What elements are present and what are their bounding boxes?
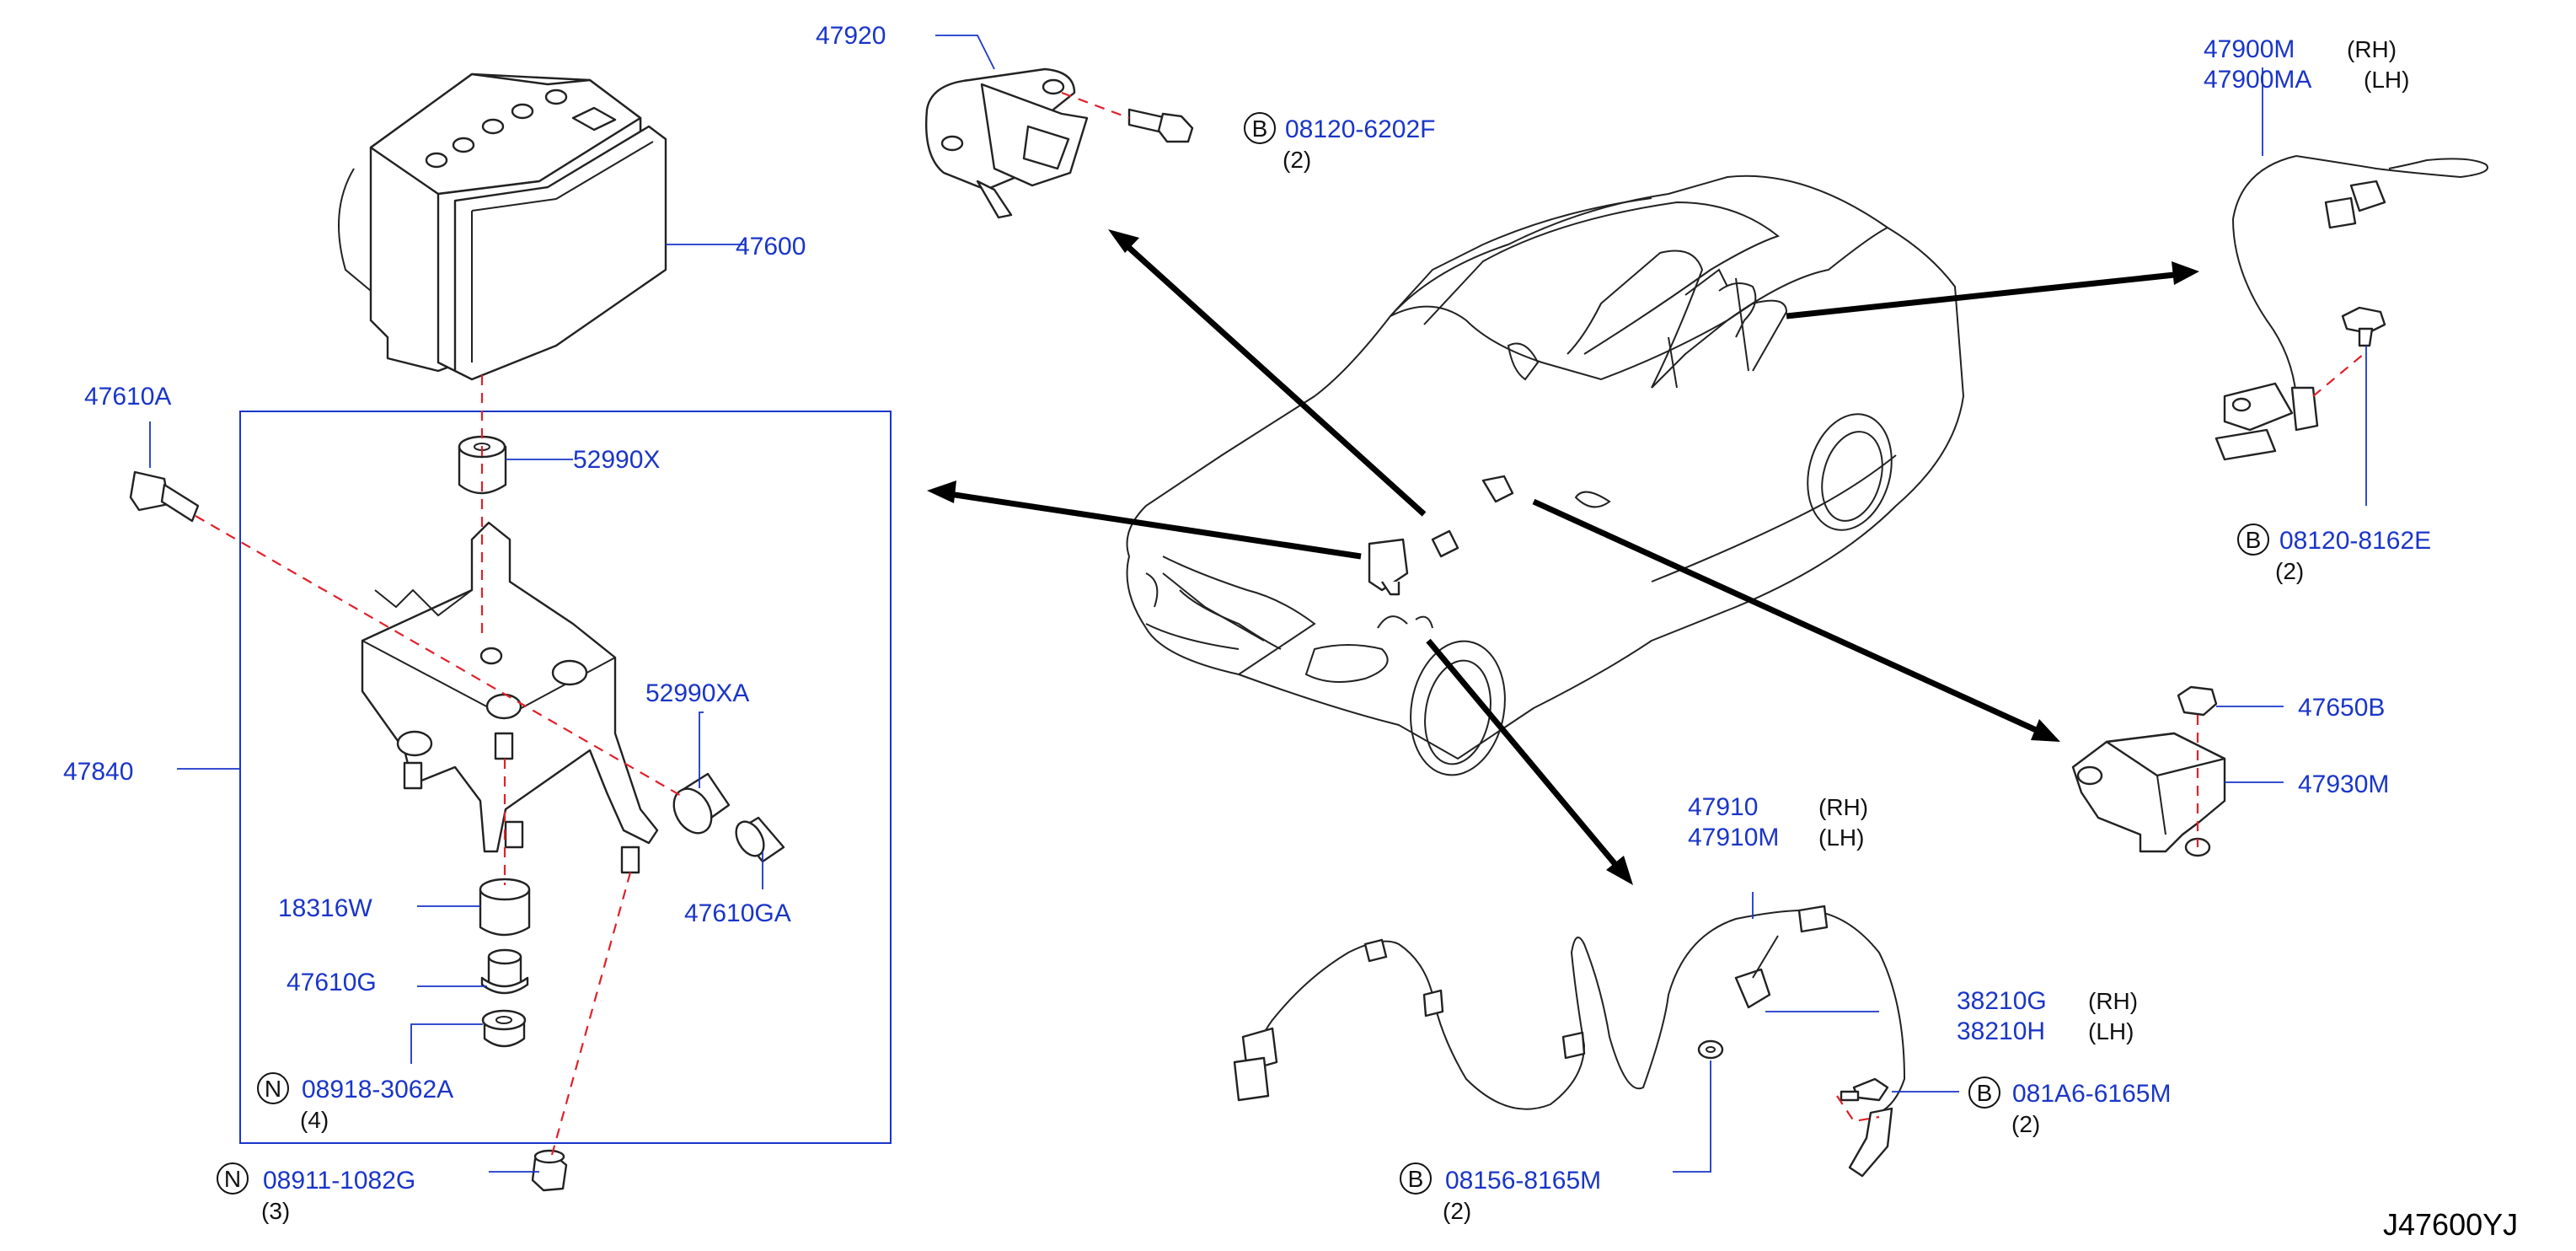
- label-47900MA[interactable]: 47900MA: [2204, 66, 2311, 94]
- diagram-code: J47600YJ: [2383, 1207, 2518, 1242]
- label-38210G[interactable]: 38210G: [1957, 987, 2047, 1015]
- bolt-081A6-6165M: [1840, 1077, 1889, 1102]
- side-47910: (RH): [1818, 794, 1868, 820]
- symbol-b-081A6: [1968, 1077, 2000, 1109]
- side-47910M: (LH): [1818, 824, 1864, 851]
- symbol-b-08120-6202F: [1244, 112, 1276, 144]
- symbol-n-08918-text: N: [265, 1076, 281, 1102]
- qty-081A6-6165M: (2): [2011, 1111, 2040, 1137]
- vehicle-parts-callouts: [1368, 268, 1757, 629]
- side-38210G: (RH): [2088, 988, 2138, 1014]
- symbol-n-08911-text: N: [224, 1166, 241, 1192]
- qty-08911-1082G: (3): [261, 1198, 290, 1224]
- label-47930M[interactable]: 47930M: [2298, 770, 2389, 798]
- nut-47650B: [2177, 685, 2218, 717]
- label-47920[interactable]: 47920: [816, 22, 886, 50]
- label-47610G[interactable]: 47610G: [287, 969, 377, 996]
- symbol-b-08120-6202F-text: B: [1252, 115, 1268, 142]
- bolt-47610A: [129, 470, 200, 523]
- sensor-47920: [925, 67, 1089, 219]
- bolt-08120-8162E: [2341, 306, 2386, 347]
- part-labels: 47920 47600 47610A 52990X 52990XA 47840 …: [63, 22, 2518, 1242]
- insulator-18316W: [479, 878, 531, 937]
- side-47900MA: (LH): [2364, 67, 2409, 93]
- qty-08120-6202F: (2): [1283, 147, 1311, 173]
- label-47900M[interactable]: 47900M: [2204, 35, 2295, 63]
- label-47610GA[interactable]: 47610GA: [684, 899, 791, 927]
- bracket-group-frame: [239, 411, 892, 1144]
- collar-47610G: [480, 948, 529, 995]
- symbol-n-08918: [257, 1072, 289, 1104]
- label-08918-3062A[interactable]: 08918-3062A: [302, 1076, 453, 1103]
- nut-08911-1082G: [531, 1149, 568, 1192]
- symbol-b-081A6-text: B: [1977, 1080, 1993, 1106]
- sensor-47930M: [2071, 732, 2226, 857]
- abs-actuator-47600: [338, 72, 667, 381]
- bolt-08120-6202F: [1127, 108, 1194, 143]
- label-47650B[interactable]: 47650B: [2298, 694, 2385, 722]
- insulator-52990XA: [672, 772, 731, 835]
- abs-bracket-47840: [361, 521, 659, 874]
- symbol-b-08156-text: B: [1408, 1166, 1424, 1192]
- symbol-b-08120-8162E-text: B: [2246, 527, 2262, 553]
- bolt-08156-8165M: [1697, 1039, 1724, 1060]
- label-47840[interactable]: 47840: [63, 758, 133, 786]
- label-08120-8162E[interactable]: 08120-8162E: [2279, 527, 2431, 555]
- wheel-sensor-47910: [1233, 905, 1906, 1178]
- collar-47610GA: [735, 816, 785, 863]
- label-18316W[interactable]: 18316W: [278, 894, 372, 922]
- vehicle-outline: [1126, 174, 1965, 776]
- label-38210H[interactable]: 38210H: [1957, 1017, 2045, 1045]
- label-52990XA[interactable]: 52990XA: [645, 679, 749, 707]
- symbol-n-08911: [217, 1162, 249, 1195]
- qty-08918-3062A: (4): [300, 1107, 329, 1133]
- side-47900M: (RH): [2347, 36, 2397, 62]
- label-47600[interactable]: 47600: [736, 233, 806, 260]
- label-47910M[interactable]: 47910M: [1688, 824, 1779, 851]
- label-08911-1082G[interactable]: 08911-1082G: [263, 1167, 415, 1195]
- label-52990X[interactable]: 52990X: [573, 446, 660, 474]
- qty-08120-8162E: (2): [2275, 558, 2304, 584]
- label-47610A[interactable]: 47610A: [84, 383, 171, 411]
- wheel-sensor-47900M: [2215, 155, 2488, 461]
- qty-08156-8165M: (2): [1443, 1198, 1471, 1224]
- nut-08918-3062A: [481, 1009, 527, 1048]
- label-081A6-6165M[interactable]: 081A6-6165M: [2012, 1080, 2171, 1108]
- symbol-b-08120-8162E: [2237, 523, 2269, 556]
- label-08120-6202F[interactable]: 08120-6202F: [1285, 115, 1435, 143]
- label-08156-8165M[interactable]: 08156-8165M: [1445, 1167, 1601, 1195]
- label-47910[interactable]: 47910: [1688, 793, 1758, 821]
- callout-arrows: [927, 229, 2199, 885]
- symbol-b-08156: [1400, 1162, 1432, 1195]
- side-38210H: (LH): [2088, 1018, 2134, 1044]
